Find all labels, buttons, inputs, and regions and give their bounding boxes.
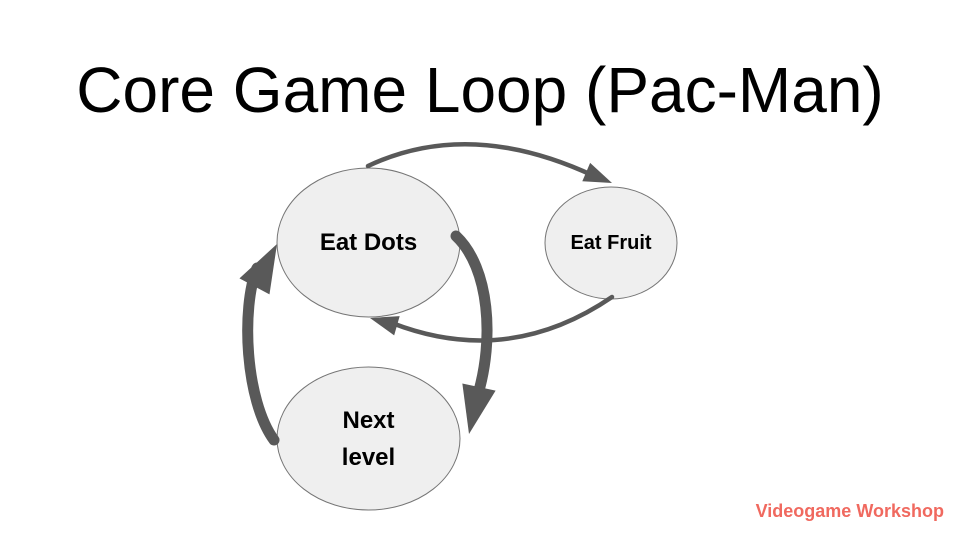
edge-next-level-to-eat-dots-line: [242, 262, 280, 446]
slide-title: Core Game Loop (Pac-Man): [76, 54, 884, 126]
edge-eat-fruit-to-eat-dots-line: [389, 294, 615, 343]
node-eat-dots-label: Eat Dots: [319, 228, 418, 256]
edge-eat-dots-to-eat-fruit-line: [365, 142, 597, 179]
edge-eat-dots-to-eat-fruit-arrowhead: [582, 162, 612, 183]
node-next-level-label-line2: level: [341, 443, 396, 471]
node-next-level[interactable]: Next level: [277, 367, 460, 510]
edge-eat-dots-to-next-level[interactable]: [450, 230, 496, 438]
edge-eat-dots-to-next-level-line: [450, 230, 493, 400]
edge-eat-fruit-to-eat-dots-arrowhead: [370, 316, 400, 336]
node-eat-fruit-label: Eat Fruit: [570, 231, 652, 254]
credit-text: Videogame Workshop: [755, 501, 944, 521]
node-next-level-label-line1: Next: [342, 406, 395, 434]
edge-next-level-to-eat-dots[interactable]: [239, 236, 292, 446]
edge-eat-dots-to-eat-fruit[interactable]: [365, 142, 616, 192]
edge-eat-fruit-to-eat-dots[interactable]: [367, 294, 615, 343]
node-eat-dots[interactable]: Eat Dots: [277, 168, 460, 317]
node-eat-fruit[interactable]: Eat Fruit: [545, 187, 677, 299]
edge-eat-dots-to-next-level-arrowhead: [462, 383, 496, 434]
edge-next-level-to-eat-dots-arrowhead: [239, 244, 277, 295]
